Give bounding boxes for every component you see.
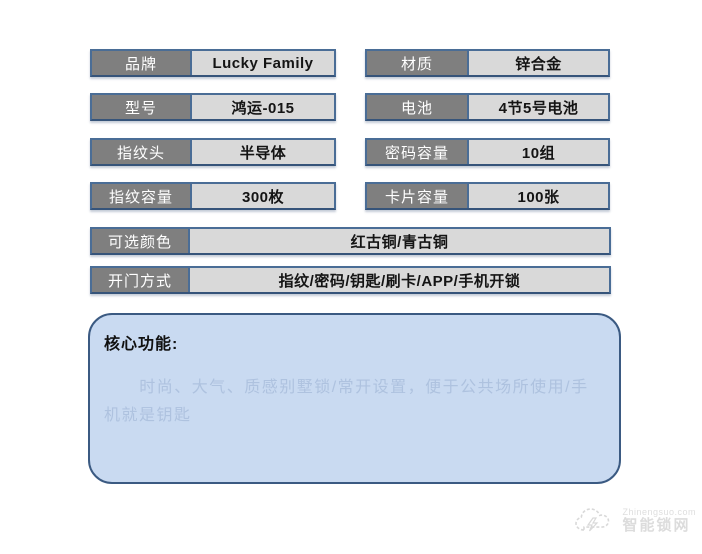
spec-value: 红古铜/青古铜 [350,233,449,251]
spec-label: 指纹容量 [92,184,192,208]
spec-label: 品牌 [92,51,192,75]
spec-label: 型号 [92,95,192,119]
spec-value: 300枚 [241,188,285,206]
core-features-title: 核心功能: [104,336,179,353]
spec-value: Lucky Family [212,54,314,72]
spec-label: 密码容量 [367,140,469,164]
spec-label: 材质 [367,51,469,75]
spec-value: 鸿运-015 [231,99,295,117]
spec-value: 锌合金 [515,55,562,73]
watermark-text: Zhinengsuo.com 智能锁网 [622,507,696,534]
spec-row-right-2: 密码容量 10组 [365,138,610,166]
spec-label: 卡片容量 [367,184,469,208]
site-watermark: Zhinengsuo.com 智能锁网 [573,504,696,538]
core-features-panel: 核心功能: 时尚、大气、质感别墅锁/常开设置，便于公共场所使用/手机就是钥匙 [88,313,621,484]
spec-value: 半导体 [239,144,287,162]
watermark-url: Zhinengsuo.com [622,507,696,518]
core-features-body: 时尚、大气、质感别墅锁/常开设置，便于公共场所使用/手机就是钥匙 [104,379,589,424]
spec-value: 10组 [521,144,556,162]
spec-value: 4节5号电池 [498,99,579,117]
spec-row-right-0: 材质 锌合金 [365,49,610,77]
spec-value: 100张 [517,188,560,206]
spec-row-left-0: 品牌 Lucky Family [90,49,336,77]
spec-label: 开门方式 [92,268,190,292]
spec-row-left-3: 指纹容量 300枚 [90,182,336,210]
spec-label: 可选颜色 [92,229,190,253]
spec-value: 指纹/密码/钥匙/刷卡/APP/手机开锁 [278,272,521,290]
spec-label: 电池 [367,95,469,119]
spec-label: 指纹头 [92,140,192,164]
spec-row-full-1: 开门方式 指纹/密码/钥匙/刷卡/APP/手机开锁 [90,266,611,294]
spec-row-full-0: 可选颜色 红古铜/青古铜 [90,227,611,255]
spec-row-right-1: 电池 4节5号电池 [365,93,610,121]
spec-row-left-1: 型号 鸿运-015 [90,93,336,121]
watermark-name: 智能锁网 [622,516,691,534]
spec-row-left-2: 指纹头 半导体 [90,138,336,166]
spec-row-right-3: 卡片容量 100张 [365,182,610,210]
cloud-icon [575,508,610,532]
